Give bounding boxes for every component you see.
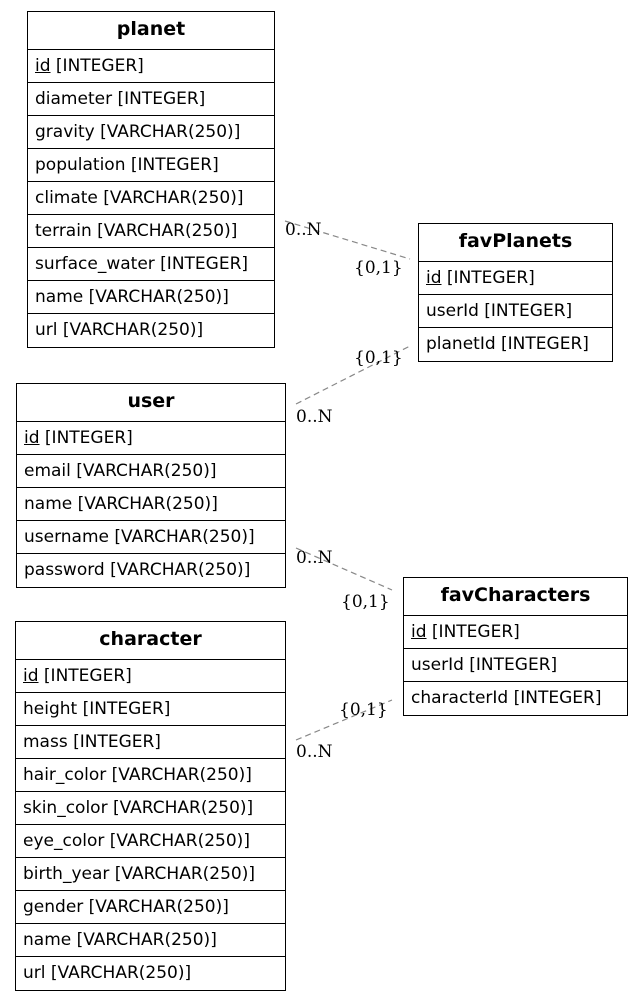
entity-user[interactable]: user id [INTEGER] email [VARCHAR(250)] n… — [16, 383, 286, 588]
primary-key-name: id — [35, 56, 51, 76]
entity-field: userId [INTEGER] — [419, 295, 612, 328]
entity-field: name [VARCHAR(250)] — [17, 488, 285, 521]
entity-field: diameter [INTEGER] — [28, 83, 274, 116]
rel-line-character-favcharacters — [295, 699, 393, 741]
entity-field: eye_color [VARCHAR(250)] — [16, 825, 285, 858]
entity-field-pk: id [INTEGER] — [404, 616, 627, 649]
entity-field: height [INTEGER] — [16, 693, 285, 726]
entity-field: username [VARCHAR(250)] — [17, 521, 285, 554]
cardinality-label: 0..N — [296, 742, 333, 762]
entity-field: skin_color [VARCHAR(250)] — [16, 792, 285, 825]
rel-line-user-favplanets — [295, 345, 411, 405]
entity-field: gravity [VARCHAR(250)] — [28, 116, 274, 149]
entity-field: name [VARCHAR(250)] — [28, 281, 274, 314]
primary-key-type: [INTEGER] — [43, 666, 132, 686]
primary-key-type: [INTEGER] — [55, 56, 144, 76]
entity-field-pk: id [INTEGER] — [16, 660, 285, 693]
entity-field: userId [INTEGER] — [404, 649, 627, 682]
primary-key-name: id — [24, 428, 40, 448]
entity-field: mass [INTEGER] — [16, 726, 285, 759]
primary-key-name: id — [411, 622, 427, 642]
entity-field: email [VARCHAR(250)] — [17, 455, 285, 488]
entity-field: population [INTEGER] — [28, 149, 274, 182]
entity-favcharacters[interactable]: favCharacters id [INTEGER] userId [INTEG… — [403, 577, 628, 716]
primary-key-name: id — [426, 268, 442, 288]
entity-field: hair_color [VARCHAR(250)] — [16, 759, 285, 792]
entity-title: favCharacters — [404, 578, 627, 616]
cardinality-label: {0,1} — [339, 700, 388, 720]
entity-field: password [VARCHAR(250)] — [24, 560, 251, 580]
rel-line-user-favcharacters — [295, 547, 393, 591]
entity-planet[interactable]: planet id [INTEGER] diameter [INTEGER] g… — [27, 11, 275, 348]
entity-character[interactable]: character id [INTEGER] height [INTEGER] … — [15, 621, 286, 991]
entity-favplanets[interactable]: favPlanets id [INTEGER] userId [INTEGER]… — [418, 223, 613, 362]
entity-field: terrain [VARCHAR(250)] — [28, 215, 274, 248]
cardinality-label: {0,1} — [354, 258, 403, 278]
rel-line-planet-favplanets — [284, 220, 411, 260]
entity-field: birth_year [VARCHAR(250)] — [16, 858, 285, 891]
cardinality-label: 0..N — [285, 220, 322, 240]
cardinality-label: {0,1} — [354, 348, 403, 368]
cardinality-label: 0..N — [296, 548, 333, 568]
entity-field: surface_water [INTEGER] — [28, 248, 274, 281]
entity-field: gender [VARCHAR(250)] — [16, 891, 285, 924]
primary-key-type: [INTEGER] — [44, 428, 133, 448]
primary-key-type: [INTEGER] — [446, 268, 535, 288]
entity-title: character — [16, 622, 285, 660]
entity-field-pk: id [INTEGER] — [17, 422, 285, 455]
entity-title: user — [17, 384, 285, 422]
cardinality-label: {0,1} — [341, 592, 390, 612]
entity-field: characterId [INTEGER] — [411, 688, 602, 708]
entity-title: planet — [28, 12, 274, 50]
primary-key-type: [INTEGER] — [431, 622, 520, 642]
entity-field-pk: id [INTEGER] — [419, 262, 612, 295]
entity-title: favPlanets — [419, 224, 612, 262]
entity-field: url [VARCHAR(250)] — [35, 320, 204, 340]
entity-field: name [VARCHAR(250)] — [16, 924, 285, 957]
entity-field: climate [VARCHAR(250)] — [28, 182, 274, 215]
entity-field: planetId [INTEGER] — [426, 334, 589, 354]
entity-field-pk: id [INTEGER] — [28, 50, 274, 83]
cardinality-label: 0..N — [296, 407, 333, 427]
primary-key-name: id — [23, 666, 39, 686]
entity-field: url [VARCHAR(250)] — [23, 963, 192, 983]
